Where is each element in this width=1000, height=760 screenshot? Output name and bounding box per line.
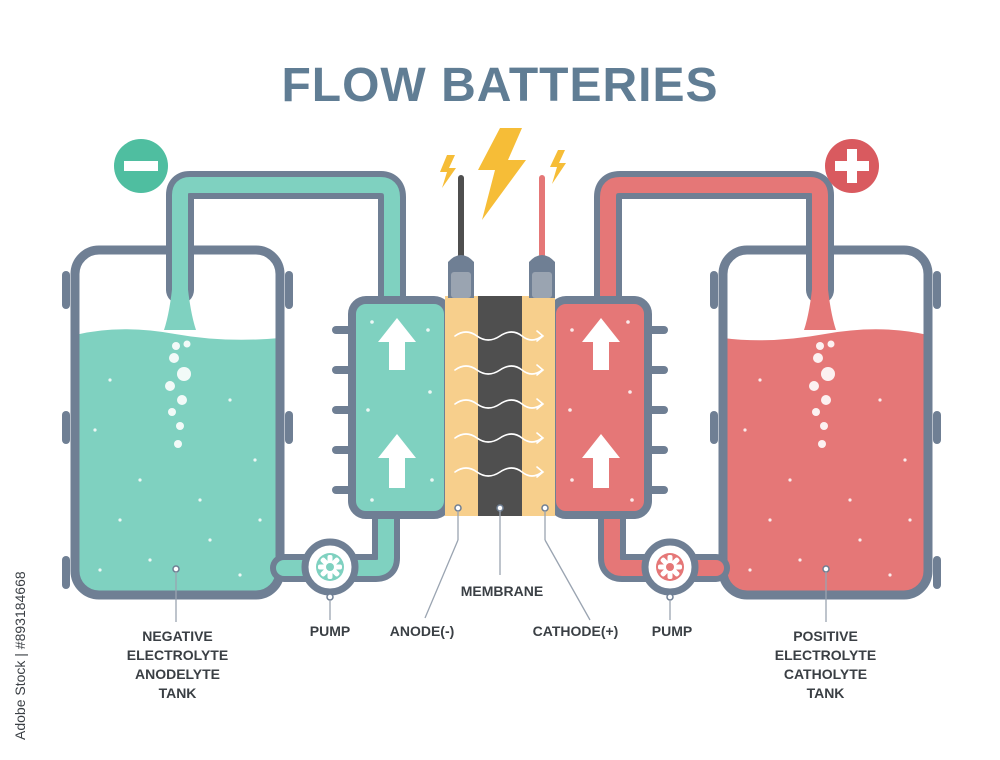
label-leader-lines [175,511,827,622]
negative-electrolyte-tank [62,245,293,600]
anode-label: ANODE(-) [389,623,455,639]
negative-bottom-pipe [270,501,400,582]
positive-pump [641,538,699,601]
cathode-label: CATHODE(+) [532,623,619,639]
flow-up-arrow-icon [582,434,620,488]
lightning-spark-icon [550,150,566,184]
negative-outflow [164,280,196,330]
negative-half-cell [332,296,452,519]
negative-electrolyte-liquid [75,329,280,595]
plus-icon [825,139,879,193]
positive-electrolyte-liquid [723,329,928,595]
positive-outflow [804,280,836,330]
positive-half-cell [548,296,668,519]
negative-terminal [448,175,474,298]
negative-pump [301,538,359,601]
lightning-spark-icon [440,155,456,188]
page-title: FLOW BATTERIES [281,59,719,112]
negative-top-pipe [166,171,406,324]
positive-terminal [529,175,555,298]
flow-up-arrow-icon [378,434,416,488]
positive-electrolyte-tank [710,245,941,600]
membrane-label: MEMBRANE [460,583,544,599]
minus-icon [114,139,168,193]
positive-tank-label: POSITIVE ELECTROLYTE CATHOLYTE TANK [774,628,877,701]
stock-credit: Adobe Stock | #893184668 [12,571,28,740]
membrane [478,296,522,516]
pump-right-label: PUMP [651,623,693,639]
pump-left-label: PUMP [309,623,351,639]
anode-electrode [445,296,478,516]
positive-top-pipe [594,171,834,324]
flow-up-arrow-icon [582,318,620,370]
ion-transfer-arrows [454,330,545,478]
lightning-bolt-icon [478,128,526,220]
positive-bottom-pipe [598,501,730,582]
flow-up-arrow-icon [378,318,416,370]
negative-tank-label: NEGATIVE ELECTROLYTE ANODELYTE TANK [126,628,229,701]
